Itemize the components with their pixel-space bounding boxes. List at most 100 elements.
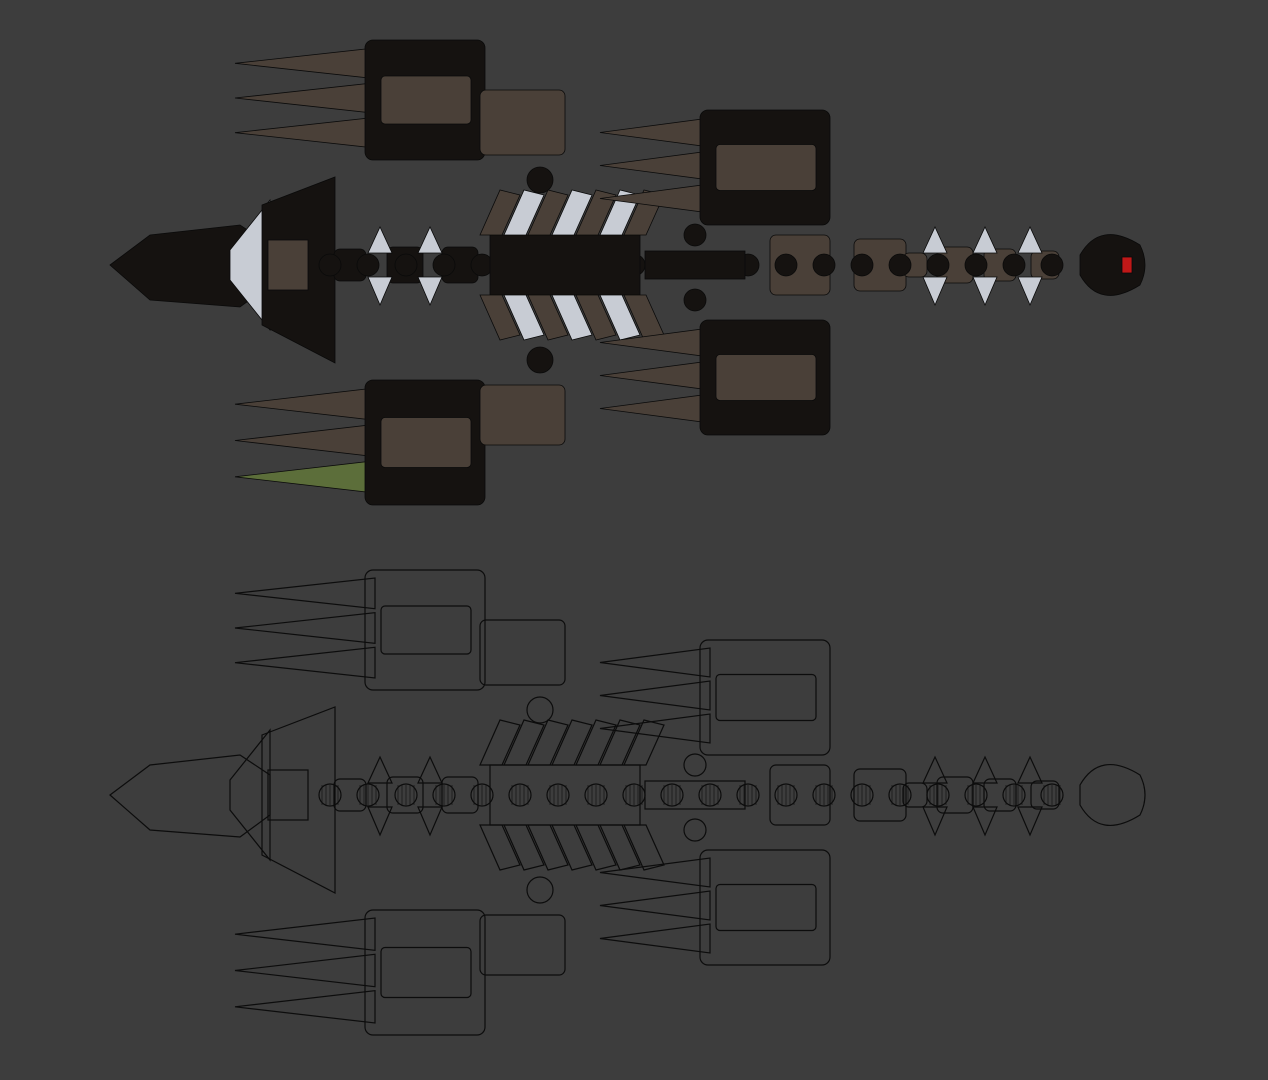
spine-fin-bottom [972,276,998,307]
rib-bottom [527,294,569,341]
front-leg-lower-foot-detail [380,946,472,999]
rib-top [503,189,545,236]
rear-leg-upper-claw [599,647,711,678]
neck-collar [267,769,309,821]
spine-fin-top [922,755,948,784]
spine-joint [394,783,418,807]
shaded-dragon-model [109,39,1146,506]
spine-fin-top [972,755,998,784]
rear-leg-upper-foot [699,639,831,756]
spine-joint [812,783,836,807]
rib-bottom [575,824,617,871]
front-leg-upper-knee [479,619,566,686]
torso-core [489,234,641,296]
spine-fin-top [972,226,998,254]
spine-fin-bottom [972,806,998,837]
spine-joint [356,783,380,807]
head-fin [229,728,271,862]
spine-fin-bottom [417,276,443,307]
front-leg-lower-foot-detail [380,417,472,468]
tail-tip [1079,234,1146,296]
rear-leg-lower-claw [599,890,711,921]
spine-joint [698,783,722,807]
rib-top [527,189,569,236]
rib-bottom [527,824,569,871]
rib-top [575,719,617,766]
front-leg-lower-foot [364,909,486,1036]
spine-joint [1002,783,1026,807]
spine-joint [546,783,570,807]
rib-top [503,719,545,766]
spine-segment [386,776,424,814]
tail-tip [1079,764,1146,826]
spine-fin-bottom [922,276,948,307]
front-leg-lower-claw [234,989,376,1024]
spine-joint [1002,253,1026,277]
spine-joint [356,253,380,277]
rib-bottom [575,294,617,341]
rib-top [623,719,665,766]
front-leg-lower-knee [479,914,566,976]
front-leg-lower-claw [234,917,376,952]
rear-leg-upper-foot-detail [715,144,817,191]
hip-joint-lower [683,288,707,312]
rear-leg-upper-claw [599,713,711,744]
spine-joint [318,783,342,807]
hip-joint-lower [683,818,707,842]
rib-top [551,719,593,766]
front-leg-upper-claw [234,611,376,645]
rib-bottom [479,824,521,871]
wireframe-dragon-model [109,569,1146,1036]
rib-bottom [503,294,545,341]
head-fin [229,198,271,332]
spine-fin-top [417,755,443,784]
hip-joint-upper [683,223,707,247]
spine-joint [660,783,684,807]
rib-top [575,189,617,236]
pelvis [644,250,746,280]
front-leg-upper-knee [479,89,566,156]
spine-segment [1030,780,1060,810]
spine-joint [432,783,456,807]
shoulder-joint-lower [526,346,554,374]
rear-leg-lower-foot-detail [715,354,817,401]
spine-joint [812,253,836,277]
spine-fin-top [417,226,443,254]
front-leg-lower-knee [479,384,566,446]
pelvis [644,780,746,810]
front-leg-upper-foot [364,569,486,691]
rib-top [479,189,521,236]
spine-joint [432,253,456,277]
rib-bottom [551,294,593,341]
spine-fin-bottom [367,276,393,307]
spine-fin-bottom [417,806,443,837]
rear-leg-lower-claw [599,857,711,888]
shoulder-joint-lower [526,876,554,904]
shoulder-joint-upper [526,166,554,194]
spine-joint [318,253,342,277]
rib-bottom [599,294,641,341]
spine-fin-bottom [922,806,948,837]
spine-joint [394,253,418,277]
spine-joint [774,783,798,807]
rib-top [599,719,641,766]
rib-bottom [599,824,641,871]
spine-joint [584,783,608,807]
spine-joint [926,253,950,277]
rear-leg-upper-foot-detail [715,673,817,722]
spine-segment [936,776,974,814]
rib-bottom [623,824,665,871]
rib-top [527,719,569,766]
rib-bottom [503,824,545,871]
spine-joint [850,253,874,277]
tail-light [1121,256,1133,274]
spine-joint [888,253,912,277]
spine-joint [926,783,950,807]
rib-top [551,189,593,236]
spine-joint [964,253,988,277]
front-leg-upper-foot-detail [380,75,472,125]
spine-fin-top [922,226,948,254]
spine-joint [1040,783,1064,807]
spine-fin-top [1017,755,1043,784]
